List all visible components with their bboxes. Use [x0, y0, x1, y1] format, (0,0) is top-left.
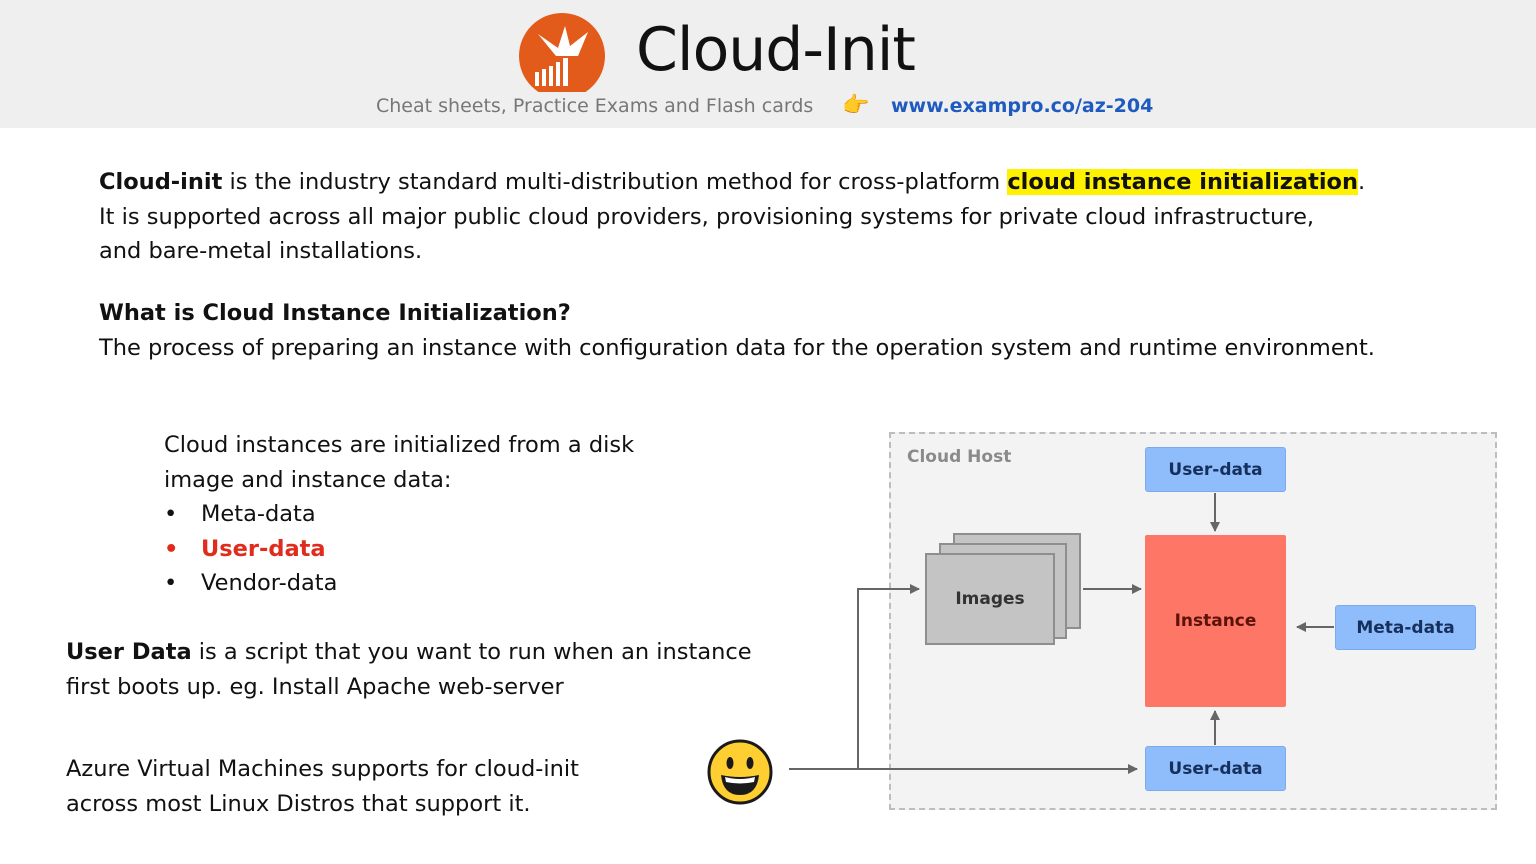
header-banner: Cloud-Init Cheat sheets, Practice Exams …: [0, 0, 1536, 128]
intro-period: .: [1358, 169, 1366, 195]
azure-note-line-1: Azure Virtual Machines supports for clou…: [66, 756, 579, 782]
header-subtitle: Cheat sheets, Practice Exams and Flash c…: [376, 95, 814, 117]
exampro-url-link[interactable]: www.exampro.co/az-204: [891, 95, 1154, 117]
list-item-label: User-data: [201, 535, 326, 562]
pointing-hand-icon: 👉: [842, 93, 870, 118]
list-item-meta-data: • Meta-data: [164, 497, 337, 532]
bullet: •: [164, 501, 178, 527]
intro-text: is the industry standard multi-distribut…: [222, 169, 1008, 195]
user-data-box-top: User-data: [1145, 447, 1286, 492]
cloud-init-term: Cloud-init: [99, 169, 223, 195]
list-item-label: Vendor-data: [201, 570, 338, 596]
highlighted-phrase: cloud instance initialization: [1007, 169, 1359, 195]
list-item-vendor-data: • Vendor-data: [164, 566, 337, 601]
images-box: Images: [925, 553, 1055, 645]
page-title: Cloud-Init: [636, 15, 916, 85]
list-item-user-data: • User-data: [164, 532, 337, 567]
meta-data-box: Meta-data: [1335, 605, 1476, 650]
user-data-description: User Data is a script that you want to r…: [66, 635, 786, 704]
intro-line-2: It is supported across all major public …: [99, 203, 1315, 230]
user-data-box-bottom: User-data: [1145, 746, 1286, 791]
instance-box: Instance: [1145, 535, 1286, 707]
smiley-face-icon: [707, 739, 773, 805]
azure-note: Azure Virtual Machines supports for clou…: [66, 752, 666, 821]
init-data-intro: Cloud instances are initialized from a d…: [164, 428, 684, 497]
bullet: •: [164, 535, 179, 562]
list-item-label: Meta-data: [201, 501, 316, 527]
intro-paragraph: Cloud-init is the industry standard mult…: [99, 165, 1399, 269]
init-data-line-1: Cloud instances are initialized from a d…: [164, 432, 635, 458]
bullet: •: [164, 570, 178, 596]
exampro-logo-icon: [519, 13, 605, 92]
question-answer: The process of preparing an instance wit…: [99, 335, 1375, 361]
arrow-user-to-images: [857, 584, 920, 769]
question-heading: What is Cloud Instance Initialization?: [99, 300, 571, 326]
data-type-list: • Meta-data • User-data • Vendor-data: [164, 497, 337, 601]
user-data-line-2: first boots up. eg. Install Apache web-s…: [66, 673, 564, 700]
azure-note-line-2: across most Linux Distros that support i…: [66, 790, 531, 817]
init-data-line-2: image and instance data:: [164, 466, 452, 493]
user-data-text: is a script that you want to run when an…: [191, 639, 752, 665]
intro-line-3: and bare-metal installations.: [99, 238, 423, 264]
user-data-term: User Data: [66, 639, 192, 665]
cloud-host-label: Cloud Host: [907, 447, 1012, 467]
